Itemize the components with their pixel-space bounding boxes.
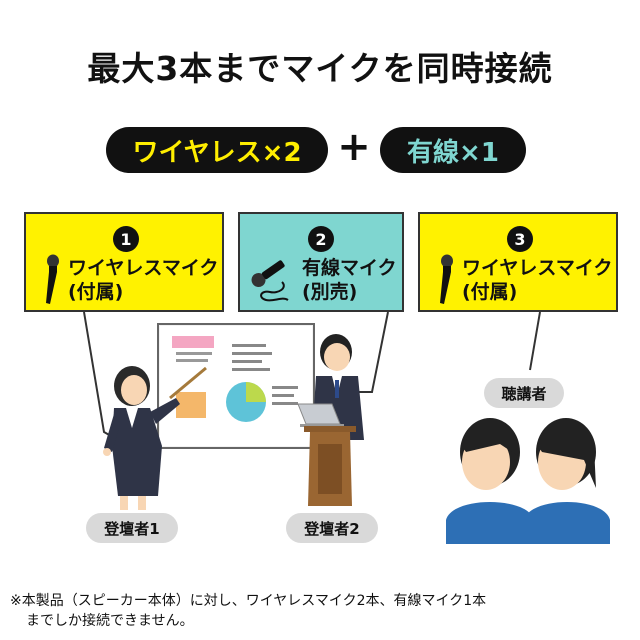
plus-sign: + [337,124,371,170]
mic-box-2-line2: (別売) [302,281,358,303]
headline: 最大3本までマイクを同時接続 [87,49,553,88]
presenter-1-figure [103,366,207,510]
mic-box-3: 3 ワイヤレスマイク (付属) [418,212,618,312]
mic-box-3-line2: (付属) [462,281,518,303]
wireless-mic-icon [440,254,453,304]
connector-line-3 [529,311,541,371]
wireless-count-pill: ワイヤレス×2 [106,127,328,173]
wired-count-pill: 有線×1 [380,127,526,173]
mic-box-2-text: 有線マイク (別売) [302,256,397,304]
mic-box-1: 1 ワイヤレスマイク (付属) [24,212,224,312]
podium [304,426,356,506]
mic-number-2: 2 [308,226,334,252]
mic-box-2: 2 有線マイク (別売) [238,212,404,312]
audience-label: 聴講者 [484,378,564,408]
audience-figures [446,418,610,544]
mic-box-1-line2: (付属) [68,281,124,303]
wired-mic-icon [251,260,289,302]
wireless-mic-icon [46,254,59,304]
connector-line-2 [354,311,389,393]
mic-box-2-line1: 有線マイク [302,257,397,279]
mic-box-3-text: ワイヤレスマイク (付属) [462,256,612,304]
laptop [297,403,344,427]
presenter-2-label: 登壇者2 [286,513,378,543]
presenter-1-label: 登壇者1 [86,513,178,543]
whiteboard [157,323,315,449]
footnote-line-1: ※本製品（スピーカー本体）に対し、ワイヤレスマイク2本、有線マイク1本 [10,593,487,609]
mic-box-1-line1: ワイヤレスマイク [68,257,219,279]
footnote-line-2: までしか接続できません。 [26,613,194,629]
mic-box-3-line1: ワイヤレスマイク [462,257,613,279]
footnote: ※本製品（スピーカー本体）に対し、ワイヤレスマイク2本、有線マイク1本 までしか… [10,591,630,631]
mic-number-1: 1 [113,226,139,252]
mic-box-1-text: ワイヤレスマイク (付属) [68,256,218,304]
mic-number-3: 3 [507,226,533,252]
